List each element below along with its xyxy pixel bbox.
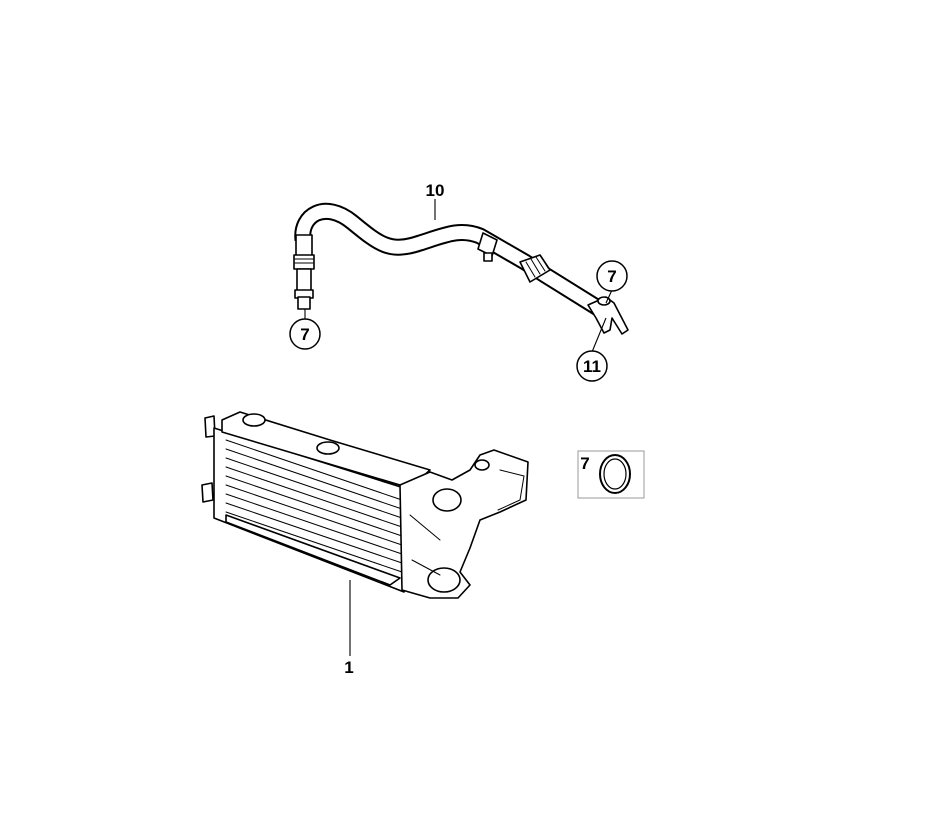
seal-ring-box [577, 450, 645, 499]
callout-7-left: 7 [289, 318, 321, 350]
callout-7-box: 7 [580, 454, 589, 473]
callout-label: 7 [300, 325, 309, 344]
callout-label: 10 [426, 181, 445, 200]
seal-ring [599, 454, 631, 494]
callout-10: 10 [426, 181, 445, 200]
callout-label: 11 [583, 357, 601, 376]
callout-1: 1 [344, 658, 353, 677]
oil-hose-assembly [293, 202, 629, 335]
oil-cooler [201, 411, 529, 599]
callout-label: 7 [607, 267, 616, 286]
leader-lines [304, 199, 613, 656]
callout-11: 11 [576, 350, 608, 382]
cooler-fins [225, 439, 403, 573]
callout-label: 1 [344, 658, 353, 677]
callout-7-right: 7 [596, 260, 628, 292]
seal-box-border [577, 450, 645, 499]
callout-label: 7 [580, 454, 589, 473]
